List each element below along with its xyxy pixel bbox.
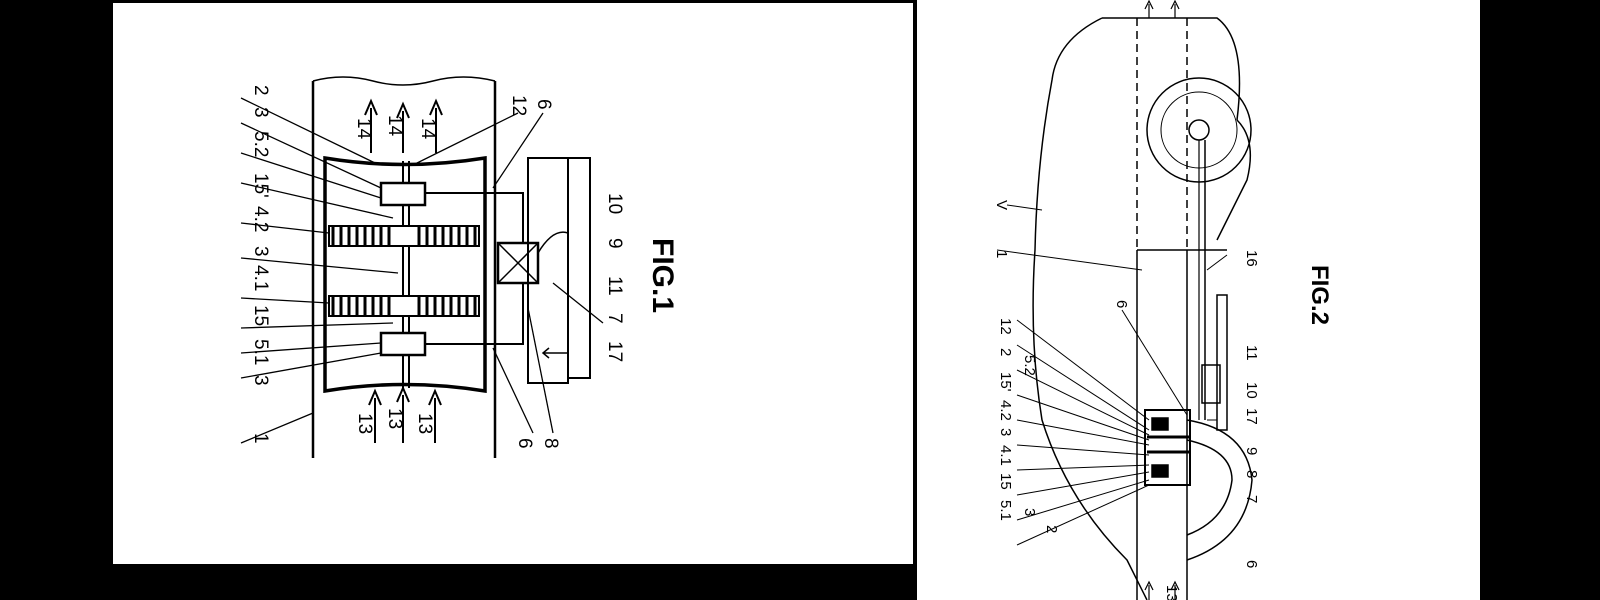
fig1-label: 3	[250, 107, 271, 118]
fig2-label: 12	[997, 318, 1014, 335]
fig2-label: 7	[1243, 495, 1260, 503]
fig1-label: 13	[354, 413, 375, 434]
fig2-label: 6	[1113, 300, 1130, 308]
fig1-label: 5.2	[250, 131, 271, 157]
fig2-label: 4.1	[997, 445, 1014, 466]
fig2-label: 3	[997, 428, 1014, 436]
fig1-label: 14	[353, 118, 374, 140]
fig1-label: 10	[604, 193, 625, 214]
fig1-label: 14	[384, 115, 405, 137]
fig1-label: 3	[250, 375, 271, 386]
fig1-label: 2	[250, 85, 271, 96]
fig2-label: 11	[1243, 345, 1260, 361]
fig2-label: 13	[1163, 585, 1180, 600]
fig2-label: 17	[1243, 408, 1260, 425]
fig2-label: 3	[1021, 508, 1038, 516]
fig1-label: 13	[384, 408, 405, 429]
fig2-label: 10	[1243, 382, 1260, 399]
fig2-label: 15	[997, 473, 1014, 490]
fig1-label: 12	[508, 95, 529, 116]
fig2-label: V	[993, 200, 1010, 210]
fig2-label: 8	[1243, 470, 1260, 478]
fig2-label: 6	[1243, 560, 1260, 568]
fig2-label: 4.2	[997, 400, 1014, 421]
fig1-label: 4.1	[250, 265, 271, 291]
fig1-label: 3	[250, 246, 271, 257]
fig1-label: 17	[604, 341, 625, 362]
fig1-label: 1	[250, 433, 271, 444]
fig1-label: 11	[604, 276, 625, 296]
fig2-label: 2	[1043, 525, 1060, 533]
fig1-drawing: 2 3 5.2 15' 4.2 3 4.1 15 5.1 3 1 14 14 1…	[240, 76, 679, 458]
fig2-label: 15'	[997, 372, 1014, 392]
fig1-label: 4.2	[250, 206, 271, 232]
fig1-label: 8	[540, 438, 561, 449]
fig1-label: 6	[514, 438, 535, 449]
fig1-label: 5.1	[250, 339, 271, 365]
fig2-label: 5.2	[1021, 355, 1038, 376]
fig1-title: FIG.1	[646, 238, 679, 313]
fig1-label: 15'	[250, 173, 271, 198]
fig1-label: 7	[604, 313, 625, 324]
fig2-label: 9	[1243, 447, 1260, 455]
fig1-label: 15	[250, 305, 271, 326]
fig1-label: 9	[604, 238, 625, 249]
fig1-sheet: 2 3 5.2 15' 4.2 3 4.1 15 5.1 3 1 14 14 1…	[113, 3, 913, 564]
fig2-label: 16	[1243, 250, 1260, 267]
fig2-sheet: V 1 6 12 2 5.2 15' 4.2 3 4.1 15 5.1 3 2 …	[917, 0, 1480, 600]
fig2-label: 5.1	[997, 500, 1014, 521]
fig1-label: 13	[414, 413, 435, 434]
fig2-label: 2	[997, 348, 1014, 356]
fig2-drawing: V 1 6 12 2 5.2 15' 4.2 3 4.1 15 5.1 3 2 …	[993, 0, 1333, 600]
fig2-title: FIG.2	[1306, 265, 1333, 325]
fig1-label: 6	[533, 99, 554, 110]
fig1-label: 14	[417, 118, 438, 140]
fig2-label: 1	[993, 250, 1010, 258]
